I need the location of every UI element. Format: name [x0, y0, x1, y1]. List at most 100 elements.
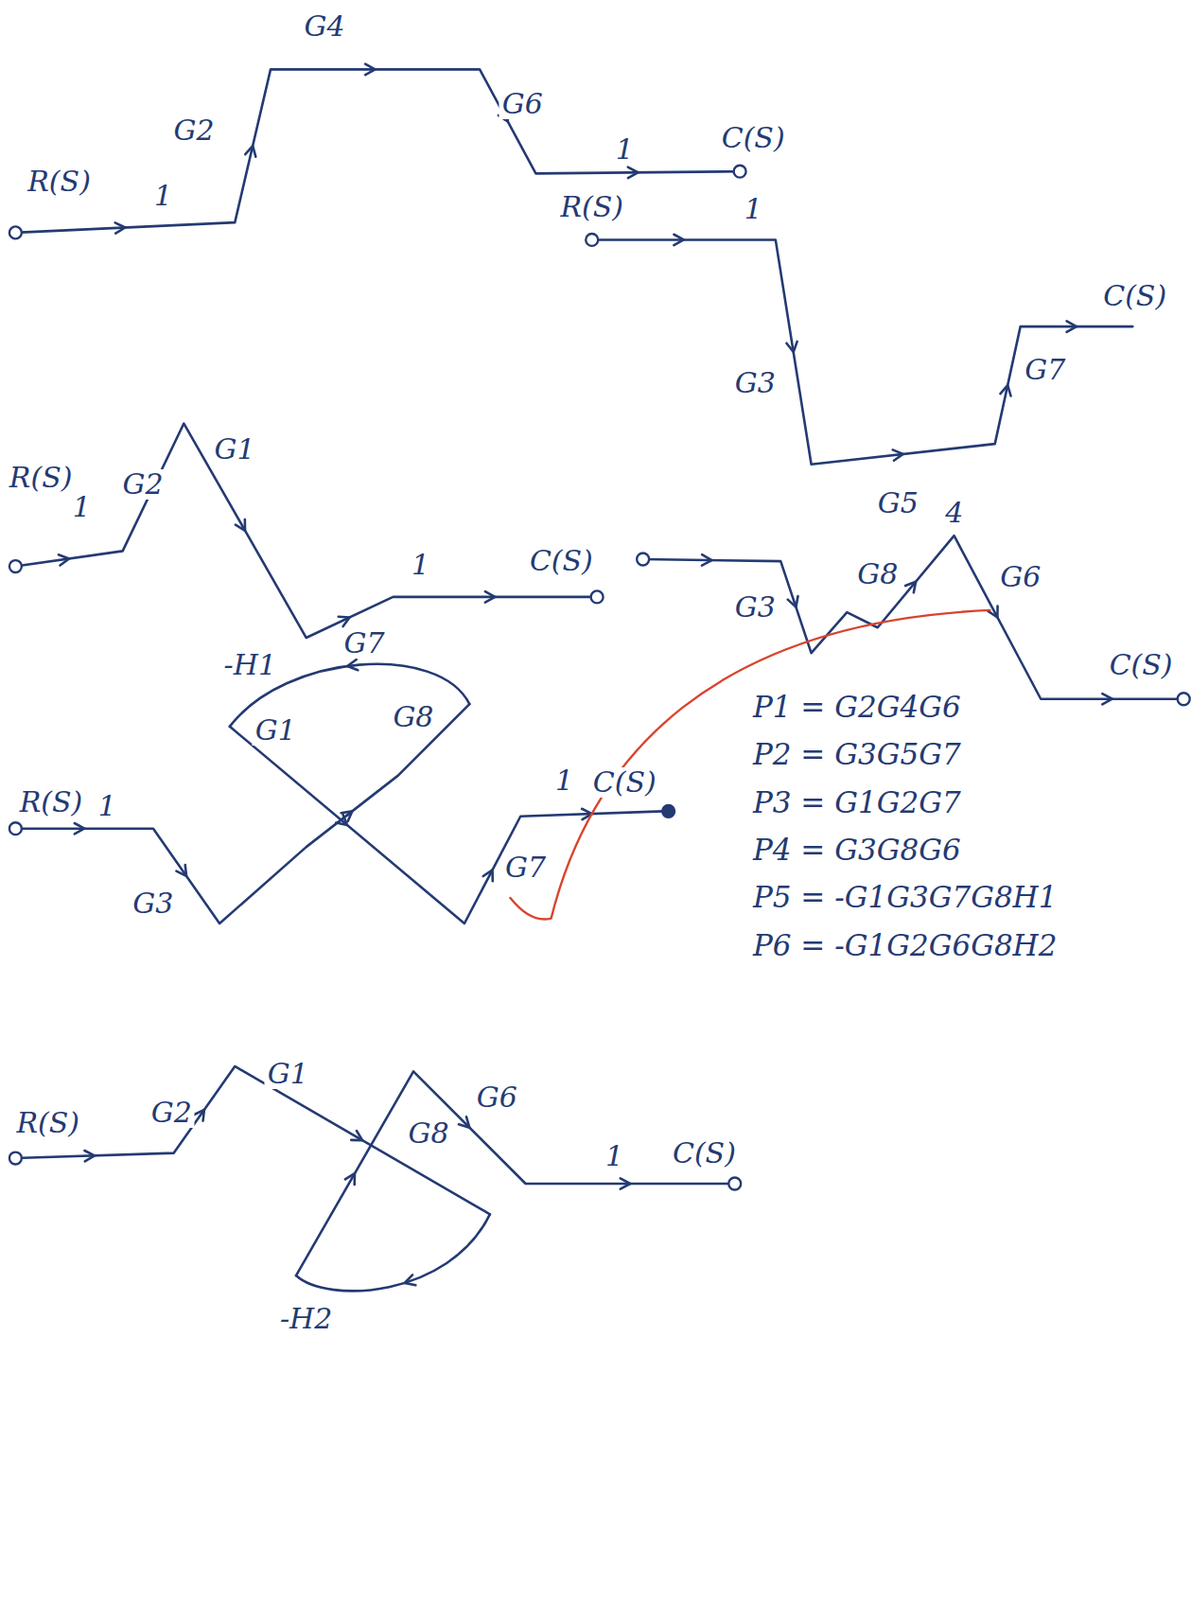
signal-name: C(S): [526, 545, 596, 577]
path-equation: P6 = -G1G2G6G8H2: [750, 929, 1060, 962]
branch-gain: G1: [264, 1058, 312, 1089]
unity-gain: 1: [613, 134, 637, 165]
arrow-head: [74, 823, 85, 834]
arrow-head: [347, 659, 358, 670]
arrow-head: [1102, 693, 1112, 704]
arrow-head: [335, 814, 348, 825]
branch-gain: G1: [211, 434, 259, 465]
arrow-head: [458, 1116, 470, 1127]
branch-gain: G6: [473, 1082, 521, 1113]
graph-node: [662, 805, 675, 818]
path-equation: P5 = -G1G3G7G8H1: [750, 881, 1060, 913]
signal-name: R(S): [24, 166, 94, 197]
path-equation: P4 = G3G8G6: [750, 833, 964, 865]
forward-path: [15, 423, 597, 638]
branch-gain: G3: [732, 592, 779, 623]
signal-name: R(S): [17, 787, 87, 818]
branch-gain: G6: [499, 88, 546, 120]
branch-gain: G7: [1021, 354, 1069, 386]
graph-node: [734, 165, 747, 178]
arrow-head: [345, 1173, 355, 1185]
signal-name: R(S): [557, 192, 627, 223]
signal-name: C(S): [1100, 280, 1170, 312]
branch-gain: G2: [170, 115, 217, 146]
unity-gain: 1: [552, 765, 577, 796]
signal-name: R(S): [6, 462, 76, 493]
unity-gain: 1: [70, 491, 94, 523]
arrow-head: [245, 145, 256, 157]
arrow-head: [628, 167, 638, 178]
arrow-head: [673, 234, 684, 246]
branch-gain: G5: [875, 488, 922, 519]
sketch-lines: [9, 64, 1191, 1292]
feedback-gain: -H1: [221, 649, 280, 681]
branch-gain: G2: [148, 1097, 195, 1128]
arrow-head: [350, 1130, 363, 1140]
path-equation: P1 = G2G4G6: [750, 690, 964, 722]
feedback-gain: -H2: [277, 1303, 335, 1334]
path-equation: P2 = G3G5G7: [750, 738, 964, 771]
arrow-head: [1067, 320, 1077, 332]
forward-path: [15, 1066, 490, 1214]
forward-path: [296, 1070, 736, 1276]
branch-gain: G7: [502, 852, 549, 883]
arrow-head: [701, 554, 712, 565]
arrow-head: [115, 222, 126, 233]
branch-gain: G2: [120, 469, 167, 500]
branch-gain: G8: [405, 1118, 453, 1149]
arrow-head: [893, 449, 904, 460]
graph-node: [9, 226, 22, 239]
graph-node: [9, 560, 22, 573]
stray-mark: 4: [942, 497, 966, 528]
signal-name: C(S): [1106, 649, 1176, 681]
unity-gain: 1: [95, 790, 120, 822]
signal-name: R(S): [13, 1107, 83, 1139]
signal-name: C(S): [590, 767, 660, 798]
branch-gain: G7: [341, 628, 388, 659]
arrow-head: [988, 606, 999, 618]
branch-gain: G8: [389, 701, 437, 733]
arrow-head: [999, 385, 1011, 396]
arrow-head: [404, 1274, 417, 1285]
unity-gain: 1: [408, 549, 433, 580]
arrow-head: [235, 519, 246, 531]
branch-gain: G6: [997, 561, 1044, 593]
signal-name: C(S): [718, 122, 789, 154]
graph-node: [636, 553, 649, 566]
arrow-head: [620, 1177, 631, 1189]
arrow-head: [84, 1150, 95, 1161]
path-equation: P3 = G1G2G7: [750, 786, 964, 818]
forward-path: [592, 239, 1134, 464]
graph-node: [9, 822, 22, 835]
branch-gain: G1: [252, 715, 299, 746]
graph-node: [591, 590, 604, 603]
arrow-head: [905, 581, 916, 594]
arrow-head: [786, 341, 797, 352]
branch-gain: G3: [732, 367, 779, 399]
branch-gain: G3: [129, 888, 176, 919]
unity-gain: 1: [151, 180, 176, 211]
arrow-head: [338, 616, 351, 627]
arrow-head: [483, 869, 493, 881]
branch-gain: G4: [301, 11, 349, 42]
arrow-head: [193, 1109, 205, 1121]
feedback-loop: [296, 1213, 491, 1291]
graph-node: [9, 1152, 22, 1165]
branch-gain: G8: [854, 559, 901, 590]
arrow-head: [788, 595, 799, 608]
forward-path: [15, 69, 740, 233]
arrow-head: [365, 64, 375, 75]
graph-node: [585, 233, 598, 246]
arrow-head: [485, 591, 495, 602]
forward-path: [229, 726, 664, 924]
arrow-head: [175, 864, 187, 876]
unity-gain: 1: [741, 193, 766, 225]
unity-gain: 1: [602, 1140, 627, 1172]
arrow-head: [58, 554, 70, 565]
graph-node: [728, 1177, 741, 1191]
graph-node: [1177, 692, 1191, 705]
signal-name: C(S): [669, 1138, 739, 1169]
marker-stroke: [509, 610, 990, 920]
